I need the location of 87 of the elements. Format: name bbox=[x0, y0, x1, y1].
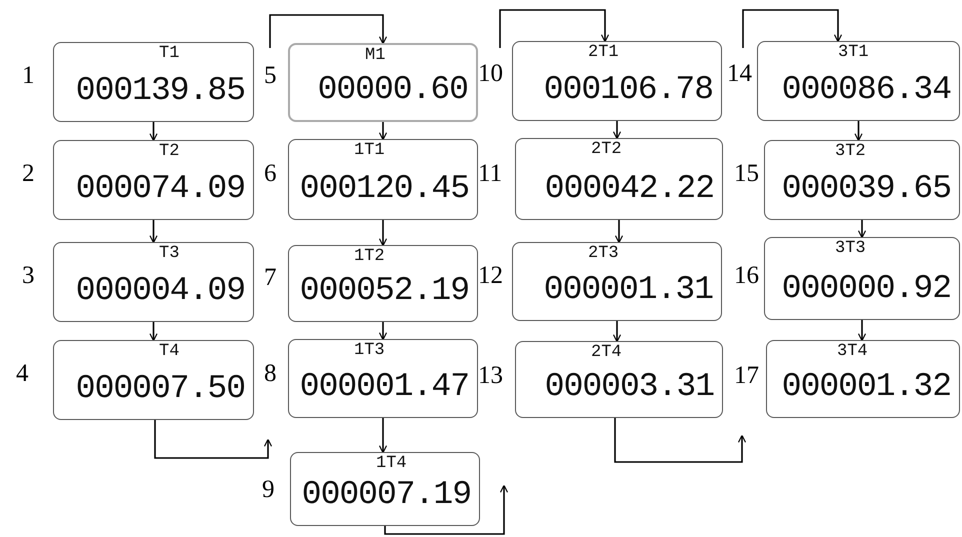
arrow bbox=[378, 418, 388, 454]
display-register-label: 2T2 bbox=[591, 141, 622, 159]
lcd-display bbox=[766, 340, 960, 418]
step-number: 9 bbox=[262, 476, 274, 504]
arrow bbox=[854, 121, 863, 142]
arrow bbox=[858, 320, 866, 342]
step-number: 8 bbox=[264, 360, 276, 388]
step-number: 14 bbox=[727, 60, 752, 88]
step-number: 10 bbox=[478, 60, 503, 88]
arrow bbox=[149, 220, 158, 244]
display-register-label: 3T2 bbox=[835, 143, 866, 161]
lcd-display bbox=[515, 138, 723, 220]
lcd-display bbox=[757, 41, 960, 121]
lcd-display bbox=[764, 140, 960, 220]
display-reading: 000074.09 bbox=[76, 171, 245, 207]
step-number: 7 bbox=[264, 264, 276, 292]
arrow bbox=[614, 220, 624, 244]
display-register-label: 1T2 bbox=[354, 248, 385, 266]
step-number: 6 bbox=[264, 160, 276, 188]
lcd-display bbox=[288, 339, 478, 418]
arrow bbox=[614, 418, 746, 463]
lcd-display bbox=[288, 43, 478, 122]
display-register-label: T2 bbox=[159, 143, 180, 161]
display-register-label: 2T3 bbox=[588, 245, 619, 263]
step-number: 17 bbox=[734, 362, 759, 390]
display-register-label: T1 bbox=[159, 45, 180, 63]
lcd-display bbox=[53, 42, 254, 122]
step-number: 16 bbox=[734, 262, 759, 290]
display-register-label: 3T1 bbox=[838, 44, 869, 62]
display-reading: 000139.85 bbox=[76, 73, 245, 109]
lcd-display bbox=[53, 242, 254, 322]
display-register-label: 2T4 bbox=[591, 344, 622, 362]
arrow bbox=[384, 484, 508, 535]
arrow bbox=[149, 122, 158, 142]
step-number: 2 bbox=[22, 160, 34, 188]
display-reading: 000039.65 bbox=[782, 171, 951, 207]
arrow bbox=[378, 122, 388, 140]
arrow bbox=[499, 9, 610, 48]
lcd-display bbox=[764, 237, 960, 320]
display-reading: 000120.45 bbox=[300, 171, 469, 207]
lcd-display bbox=[290, 452, 480, 526]
lcd-display bbox=[288, 139, 478, 220]
arrow bbox=[742, 9, 842, 48]
display-reading: 000007.19 bbox=[302, 477, 471, 513]
arrow bbox=[269, 14, 388, 48]
lcd-display bbox=[512, 242, 722, 321]
display-register-label: 2T1 bbox=[588, 44, 619, 62]
lcd-display bbox=[288, 245, 478, 322]
arrow bbox=[154, 420, 272, 459]
step-number: 3 bbox=[22, 262, 34, 290]
arrow bbox=[612, 321, 622, 342]
display-register-label: 1T1 bbox=[354, 142, 385, 160]
arrow bbox=[378, 322, 388, 340]
display-register-label: 3T4 bbox=[837, 343, 868, 361]
display-reading: 000003.31 bbox=[544, 369, 714, 405]
display-reading: 000042.22 bbox=[544, 171, 714, 207]
display-reading: 000000.92 bbox=[782, 271, 951, 307]
display-register-label: 1T4 bbox=[376, 455, 407, 473]
display-register-label: M1 bbox=[365, 47, 386, 65]
display-reading: 00000.60 bbox=[318, 72, 468, 108]
display-register-label: 1T3 bbox=[354, 342, 385, 360]
lcd-display bbox=[53, 140, 254, 220]
lcd-display bbox=[512, 41, 722, 121]
step-number: 1 bbox=[22, 62, 34, 90]
display-reading: 000004.09 bbox=[76, 273, 245, 309]
lcd-display bbox=[515, 341, 723, 418]
display-register-label: T4 bbox=[159, 343, 180, 361]
display-register-label: 3T3 bbox=[835, 240, 866, 258]
display-reading: 000086.34 bbox=[782, 72, 951, 108]
step-number: 15 bbox=[734, 160, 759, 188]
arrow bbox=[378, 220, 388, 246]
step-number: 12 bbox=[478, 262, 503, 290]
display-reading: 000106.78 bbox=[544, 72, 713, 108]
display-reading: 000001.31 bbox=[544, 272, 713, 308]
display-reading: 000001.47 bbox=[300, 369, 469, 405]
step-number: 5 bbox=[264, 62, 276, 90]
arrow bbox=[612, 121, 622, 140]
step-number: 11 bbox=[478, 160, 502, 188]
arrow bbox=[858, 220, 866, 238]
display-reading: 000001.32 bbox=[782, 369, 951, 405]
arrow bbox=[149, 322, 158, 342]
display-reading: 000007.50 bbox=[76, 371, 245, 407]
lcd-display bbox=[53, 340, 254, 420]
step-number: 13 bbox=[478, 362, 503, 390]
display-register-label: T3 bbox=[159, 245, 180, 263]
display-reading: 000052.19 bbox=[300, 273, 469, 309]
step-number: 4 bbox=[16, 360, 28, 388]
